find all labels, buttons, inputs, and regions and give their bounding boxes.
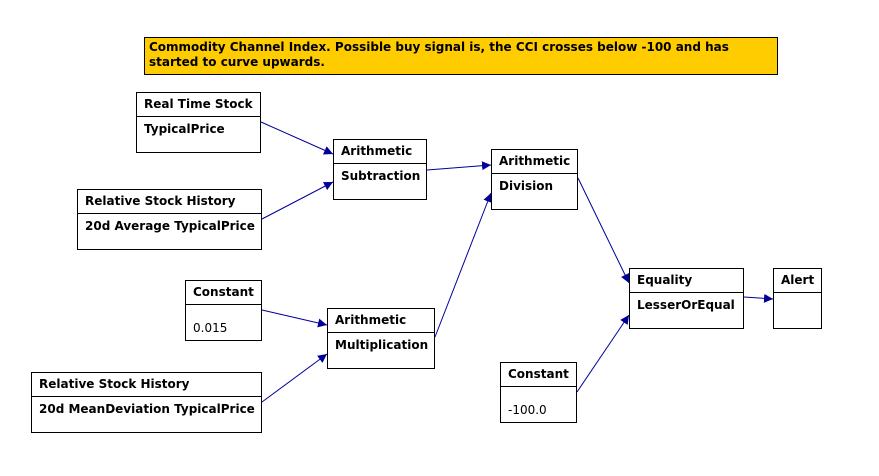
- node-relative-stock-history-meandeviation[interactable]: Relative Stock History 20d MeanDeviation…: [31, 372, 262, 433]
- description-note: Commodity Channel Index. Possible buy si…: [144, 37, 778, 75]
- node-constant-0015[interactable]: Constant 0.015: [185, 280, 262, 341]
- edge-division-to-equality: [577, 177, 630, 284]
- node-title: Constant: [501, 363, 576, 387]
- node-arithmetic-multiplication[interactable]: Arithmetic Multiplication: [327, 308, 435, 369]
- node-alert[interactable]: Alert: [773, 268, 822, 329]
- node-body: TypicalPrice: [144, 122, 225, 136]
- node-relative-stock-history-average[interactable]: Relative Stock History 20d Average Typic…: [77, 189, 262, 250]
- node-body: Multiplication: [335, 338, 429, 352]
- node-body: LesserOrEqual: [637, 298, 735, 312]
- edge-meandev-to-multiplication: [261, 353, 328, 403]
- node-title: Arithmetic: [328, 309, 434, 333]
- node-title: Alert: [774, 269, 821, 293]
- edge-constant-to-equality: [576, 314, 630, 393]
- node-title: Arithmetic: [334, 140, 426, 164]
- node-arithmetic-division[interactable]: Arithmetic Division: [491, 149, 578, 210]
- node-constant-minus-100[interactable]: Constant -100.0: [500, 362, 577, 423]
- node-body: -100.0: [508, 403, 547, 417]
- edge-multiplication-to-division: [434, 192, 492, 338]
- node-body: 20d MeanDeviation TypicalPrice: [39, 402, 255, 416]
- edge-equality-to-alert: [743, 293, 774, 303]
- node-real-time-stock[interactable]: Real Time Stock TypicalPrice: [136, 92, 261, 153]
- node-title: Relative Stock History: [32, 373, 261, 397]
- node-body: [774, 293, 821, 298]
- node-title: Constant: [186, 281, 261, 305]
- node-title: Arithmetic: [492, 150, 577, 174]
- node-body: 0.015: [193, 321, 228, 335]
- node-title: Relative Stock History: [78, 190, 261, 214]
- node-equality-lesserorequal[interactable]: Equality LesserOrEqual: [629, 268, 744, 329]
- edge-subtraction-to-division: [426, 161, 492, 171]
- node-arithmetic-subtraction[interactable]: Arithmetic Subtraction: [333, 139, 427, 200]
- node-title: Equality: [630, 269, 743, 293]
- node-body: 20d Average TypicalPrice: [85, 219, 255, 233]
- edge-avg-to-subtraction: [261, 181, 334, 220]
- edge-constant-to-multiplication: [261, 309, 328, 328]
- node-body: Subtraction: [341, 169, 421, 183]
- node-title: Real Time Stock: [137, 93, 260, 117]
- edge-rts-to-subtraction: [260, 121, 334, 155]
- node-body: Division: [499, 179, 554, 193]
